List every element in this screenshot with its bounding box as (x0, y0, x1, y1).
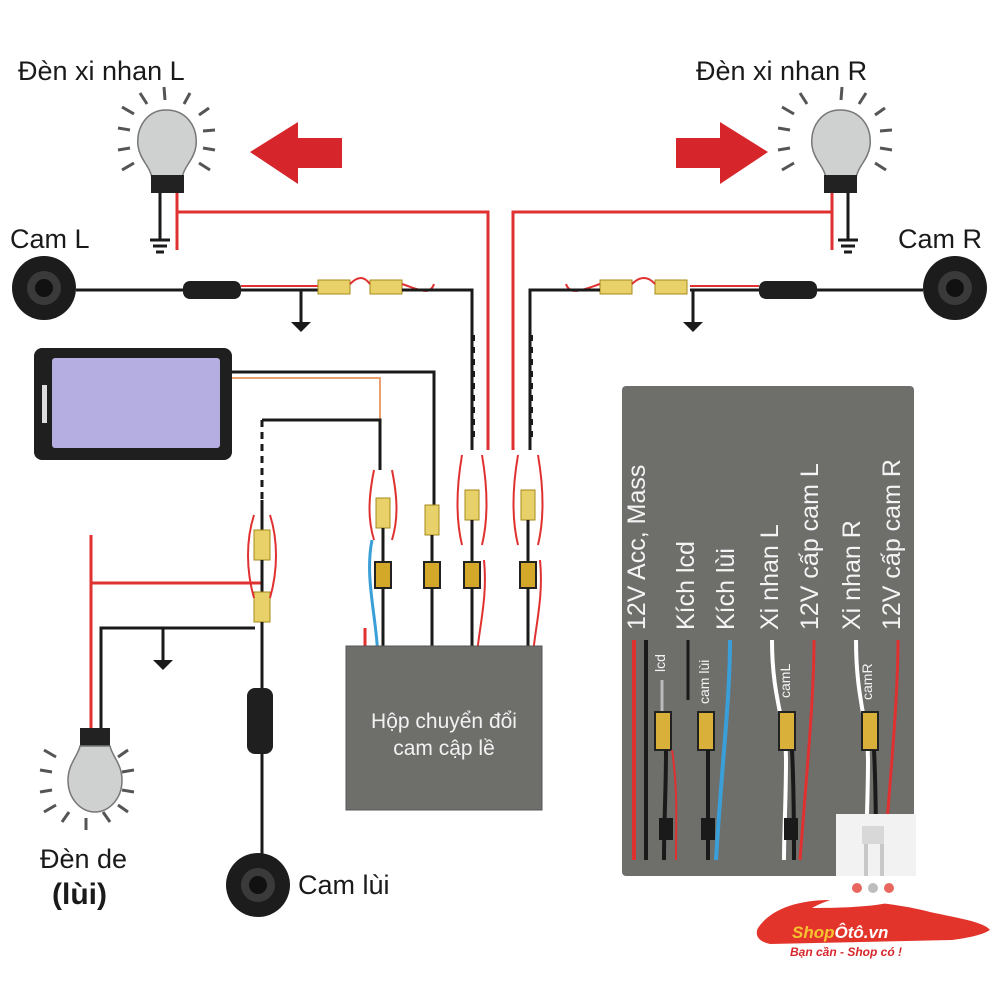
converter-box-label: Hộp chuyển đổi cam cập lề (346, 708, 542, 763)
camera-right-label: Cam R (898, 224, 983, 254)
legend-tag-lcd: lcd (652, 654, 668, 672)
legend-label-4: Xi nhan L (756, 524, 784, 630)
box-input-connectors (363, 454, 544, 666)
logo-name-part2: Ôtô (834, 923, 864, 942)
reverse-light-bulb-icon (39, 728, 135, 830)
converter-box-line2: cam cập lề (393, 737, 495, 761)
turn-signal-right-label: Đèn xi nhan R (696, 56, 868, 86)
legend-label-5: 12V cấp cam L (796, 463, 824, 630)
reverse-light-label: Đèn de (40, 844, 128, 874)
legend-panel (622, 386, 914, 876)
legend-label-3: Kích lùi (712, 548, 740, 630)
legend-tag-cam-lui: cam lùi (696, 659, 712, 704)
lcd-screen-icon (34, 348, 232, 460)
legend-label-7: 12V cấp cam R (878, 459, 906, 630)
turn-signal-right-bulb-icon (777, 86, 893, 193)
logo-name-part3: .vn (863, 923, 889, 942)
logo-car-icon (756, 895, 990, 944)
legend-label-1: 12V Acc, Mass (623, 464, 651, 630)
camera-reverse-icon (226, 853, 290, 917)
logo-slogan: Bạn cần - Shop có ! (790, 945, 903, 959)
camera-left-icon (12, 256, 76, 320)
legend-tag-caml: camL (777, 663, 793, 698)
reverse-camera-label: Cam lùi (298, 870, 390, 900)
camera-left-label: Cam L (10, 224, 90, 254)
logo-name: ShopÔtô.vn (792, 924, 888, 941)
reverse-light-sublabel: (lùi) (52, 878, 107, 911)
converter-box (345, 645, 543, 811)
arrow-right-icon (676, 122, 768, 184)
turn-signal-left-label: Đèn xi nhan L (18, 56, 185, 86)
arrow-left-icon (250, 122, 342, 184)
legend-label-6: Xi nhan R (838, 520, 866, 630)
converter-box-line1: Hộp chuyển đổi (371, 710, 517, 733)
legend-tag-camr: camR (859, 663, 875, 700)
camera-right-icon (923, 256, 987, 320)
legend-label-2: Kích lcd (672, 541, 700, 630)
logo-name-part1: Shop (792, 923, 835, 942)
turn-signal-left-bulb-icon (117, 86, 216, 193)
